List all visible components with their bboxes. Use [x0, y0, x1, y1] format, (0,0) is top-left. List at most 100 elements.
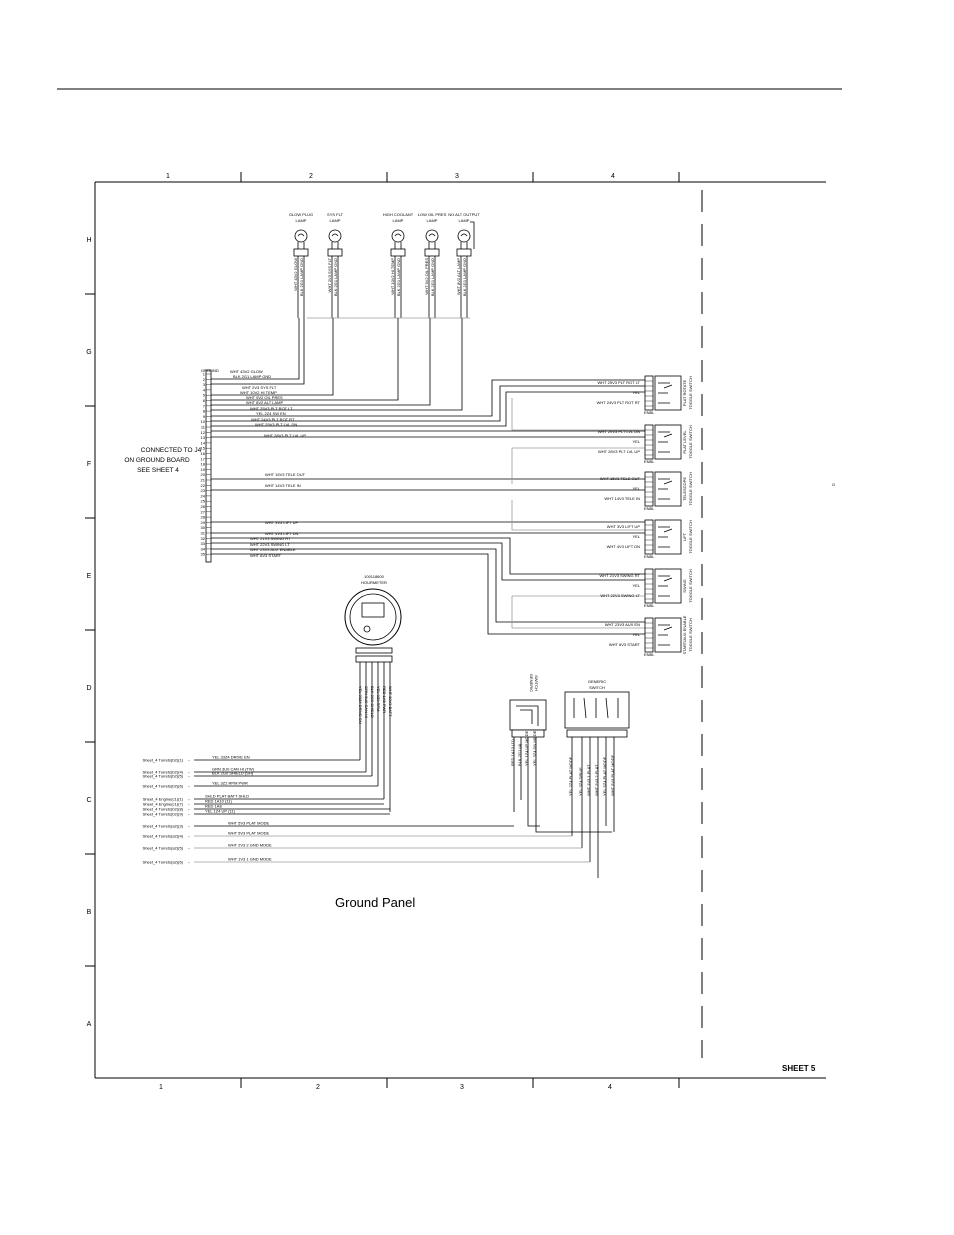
lamp-label: SYS FLT	[327, 212, 343, 217]
switch-terminal: ENBL	[644, 652, 655, 657]
pin-number: 14	[201, 440, 206, 445]
pin-number: 6	[203, 398, 206, 403]
off-sheet-wire-label: YEL 1Z4 UP (11)	[205, 809, 236, 814]
note-line: CONNECTED TO J4	[141, 447, 202, 454]
hourmeter-wire-label: YEL 3Z2 RPM	[376, 686, 381, 711]
switch-wire-label: WHT 24V3 PLT ROT RT	[597, 400, 641, 405]
lamp-socket	[293, 248, 309, 257]
switch-wire-label: WHT 29V3 PLT LVL DN	[598, 429, 640, 434]
switch-enable-label: YEL	[632, 390, 640, 395]
lamp-filament	[297, 233, 305, 237]
connector-wire-label: WHT 6V3 START	[250, 553, 282, 558]
off-sheet-wire-label: WHT 2V3 2 GND MODE	[228, 843, 272, 848]
off-sheet-wire-label: SHLD PLAT BATT SHLD	[205, 794, 249, 799]
switch-type: TOGGLE SWITCH	[688, 376, 693, 410]
pin-number: 24	[201, 493, 206, 498]
generic-switch-wire-label: WHT 5V3 PLAT MODE	[610, 755, 615, 796]
off-sheet-arrow-icon: ←	[187, 846, 191, 851]
switch-wire-label: WHT 6V3 START	[609, 642, 641, 647]
switch-enable-label: YEL	[632, 632, 640, 637]
switch-wire-label: WHT 23V3 AUX EN	[605, 622, 640, 627]
pin-number: 11	[201, 425, 206, 430]
hourmeter-bezel	[344, 588, 402, 646]
off-sheet-arrow-icon: ←	[187, 784, 191, 789]
connector-wire-label: WHT 9V2 OIL PRES	[246, 395, 283, 400]
connector-wire-label: WHT 14V3 TELE IN	[265, 483, 301, 488]
lamp-socket	[424, 248, 440, 257]
switch-type: TOGGLE SWITCH	[688, 618, 693, 652]
generic-switch-wire-label: YEL 3Z4 DRIVE	[578, 767, 583, 796]
row-label: E	[87, 573, 92, 580]
pin-number: 9	[203, 414, 206, 419]
connector-wire-label: YEL 2Z4 SW EN	[256, 411, 286, 416]
pin-number: 27	[201, 509, 206, 514]
pin-number: 19	[201, 467, 206, 472]
generic-switch-wire-label: YEL 5Z4 PLAT MODE	[602, 756, 607, 796]
off-sheet-arrow-icon: ←	[187, 770, 191, 775]
pin-number: 25	[201, 499, 206, 504]
generic-switch-body	[564, 691, 630, 729]
connector-wire	[211, 318, 463, 411]
off-sheet-wire-label: WHT 5V3 PLAT MODE	[228, 831, 269, 836]
lamp-label: GLOW PLUG	[289, 212, 313, 217]
switch-wire-label: WHT 3V3 LIFT UP	[607, 524, 641, 529]
note-line: ON GROUND BOARD	[124, 457, 190, 464]
switch-wire-label: WHT 14V3 TELE IN	[604, 496, 640, 501]
lamp-label: HIGH COOLANT	[383, 212, 414, 217]
hourmeter-plug	[355, 655, 393, 663]
generic-switch-wire-label: WHT 2V3 2 PLAT	[594, 764, 599, 796]
lamp-filament	[394, 233, 402, 237]
generic-switch-1: GENERIC SWITCH RED 1A13 (11)BLK 2G1 (4)Y…	[509, 674, 612, 833]
generic-switch-label: GENERIC	[529, 674, 534, 692]
pin-number: 1	[203, 372, 206, 377]
pin-number: 5	[203, 393, 206, 398]
pin-number: 2	[203, 377, 206, 382]
connector-wire-label: WHT 3V3 LIFT UP	[265, 520, 299, 525]
switch-type: TOGGLE SWITCH	[688, 425, 693, 459]
column-label: 3	[455, 173, 459, 180]
hourmeter-part: 100118600	[364, 574, 385, 579]
connector-wire	[211, 391, 645, 427]
switch-contacts	[658, 431, 673, 453]
generic-switch-label: GENERIC	[588, 679, 606, 684]
column-label: 2	[316, 1084, 320, 1091]
generic-switch-wire-label: WHT 1V3 1 PLAT	[586, 764, 591, 796]
pin-number: 15	[201, 446, 206, 451]
pin-number: 34	[201, 546, 206, 551]
pin-number: 16	[201, 451, 206, 456]
connector-wire-label: WHT 28V3 PLT LVL UP	[264, 433, 306, 438]
lamp-filament	[428, 233, 436, 237]
connector-wire	[211, 553, 645, 635]
sheet-label: SHEET 5	[782, 1064, 816, 1073]
switch-name: PLAT LEVEL	[682, 430, 687, 454]
generic-switch-plug	[566, 729, 628, 738]
side-mark: G	[832, 482, 835, 487]
enable-bus	[511, 398, 645, 629]
pin-number: 13	[201, 435, 206, 440]
connector-wire	[211, 318, 399, 401]
off-sheet-wire-label: WHT 1V3 1 GND MODE	[228, 857, 272, 862]
off-sheet-arrow-icon: ←	[187, 807, 191, 812]
off-sheet-arrow-icon: ←	[187, 797, 191, 802]
off-sheet-wire-label: YEL 33Z4 DRIVE EN	[212, 755, 250, 760]
connector-wire	[211, 318, 334, 396]
lamp-label: LOW OIL PRES	[418, 212, 447, 217]
off-sheet-ref: Sheet_4 Engine(c1)(1)	[143, 797, 184, 802]
off-sheet-ref: Sheet_4 Engine(c1)(7)	[143, 802, 184, 807]
generic-switch-wire-label: YEL 1Z4 UP MODE	[524, 731, 529, 766]
row-label: G	[86, 349, 91, 356]
lamp-wire-label: WHT 8V2 ALT LAMP	[456, 258, 461, 295]
switch-terminal: ENBL	[644, 554, 655, 559]
pin-number: 31	[201, 531, 206, 536]
switch-wire-label: WHT 21V3 SWING RT	[599, 573, 640, 578]
pin-number: 7	[203, 403, 206, 408]
generic-switch-label: SWITCH	[589, 685, 605, 690]
